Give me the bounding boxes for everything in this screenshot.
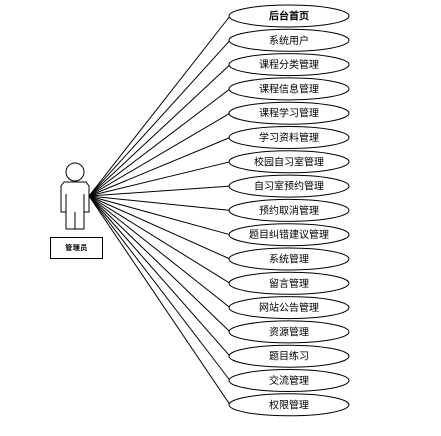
use-case: 学习资料管理 xyxy=(228,126,350,149)
use-case-label: 自习室预约管理 xyxy=(254,180,324,193)
actor-label: 管理员 xyxy=(50,237,103,259)
association-line xyxy=(88,15,231,197)
use-case: 留言管理 xyxy=(228,271,350,295)
association-line xyxy=(88,195,231,406)
use-case: 自习室预约管理 xyxy=(228,174,350,198)
use-case-label: 课程分类管理 xyxy=(259,58,319,71)
use-case-ellipse xyxy=(228,393,350,417)
use-case-label: 网站公告管理 xyxy=(259,301,319,314)
use-case-ellipse xyxy=(228,344,350,368)
association-line xyxy=(88,39,231,197)
use-case: 资源管理 xyxy=(228,320,350,344)
association-line xyxy=(88,195,231,381)
use-case-ellipse xyxy=(228,198,350,222)
use-case-label: 课程信息管理 xyxy=(259,82,319,95)
association-line xyxy=(88,185,231,197)
use-case-label: 课程学习管理 xyxy=(259,107,319,120)
association-line xyxy=(88,195,231,260)
use-case-label: 题目练习 xyxy=(269,350,309,363)
association-line xyxy=(88,195,231,211)
use-case: 权限管理 xyxy=(228,393,350,417)
use-case-ellipse xyxy=(228,28,350,52)
use-case-ellipse xyxy=(228,77,350,101)
use-case-label: 学习资料管理 xyxy=(259,131,319,144)
use-case: 课程分类管理 xyxy=(228,53,350,77)
association-line xyxy=(88,137,231,197)
use-case-label: 系统用户 xyxy=(269,34,309,47)
use-case-label: 资源管理 xyxy=(269,325,309,338)
use-case-ellipse xyxy=(228,126,350,149)
use-case: 后台首页 xyxy=(228,4,350,28)
association-line xyxy=(88,195,231,236)
association-line xyxy=(88,64,231,197)
use-case-label: 题目纠错建议管理 xyxy=(249,228,329,241)
use-case-ellipse xyxy=(228,369,350,392)
use-case-label: 权限管理 xyxy=(269,398,309,411)
use-case-label: 后台首页 xyxy=(269,10,309,23)
use-case: 题目练习 xyxy=(228,344,350,368)
association-line xyxy=(88,195,231,308)
use-case: 网站公告管理 xyxy=(228,296,350,320)
association-line xyxy=(88,195,231,333)
use-case-label: 留言管理 xyxy=(269,277,309,290)
use-case: 预约取消管理 xyxy=(228,198,350,222)
use-case-ellipse xyxy=(228,150,350,174)
use-case-label: 预约取消管理 xyxy=(259,204,319,217)
use-case-ellipse xyxy=(228,271,350,295)
actor-figure xyxy=(60,162,90,230)
use-case-ellipse xyxy=(228,296,350,320)
use-case-label: 校园自习室管理 xyxy=(254,155,324,168)
use-case-list: 后台首页系统用户课程分类管理课程信息管理课程学习管理学习资料管理校园自习室管理自… xyxy=(228,4,350,417)
actor-name: 管理员 xyxy=(65,244,88,252)
use-case-label: 交流管理 xyxy=(269,374,309,387)
use-case-ellipse xyxy=(228,101,350,125)
use-case-ellipse xyxy=(228,53,350,77)
use-case: 课程学习管理 xyxy=(228,101,350,125)
use-case: 校园自习室管理 xyxy=(228,150,350,174)
use-case: 题目纠错建议管理 xyxy=(228,223,350,247)
use-case-ellipse xyxy=(228,223,350,247)
use-case: 课程信息管理 xyxy=(228,77,350,101)
use-case: 系统用户 xyxy=(228,28,350,52)
association-line xyxy=(88,88,231,197)
use-case-ellipse xyxy=(228,4,350,28)
association-line xyxy=(88,195,231,284)
use-case-ellipse xyxy=(228,247,350,271)
use-case: 系统管理 xyxy=(228,247,350,271)
use-case-ellipse xyxy=(228,174,350,198)
association-line xyxy=(88,112,231,197)
association-line xyxy=(88,161,231,197)
use-case-label: 系统管理 xyxy=(269,253,309,266)
association-lines xyxy=(88,15,231,406)
use-case: 交流管理 xyxy=(228,369,350,392)
use-case-ellipse xyxy=(228,320,350,344)
association-line xyxy=(88,195,231,357)
